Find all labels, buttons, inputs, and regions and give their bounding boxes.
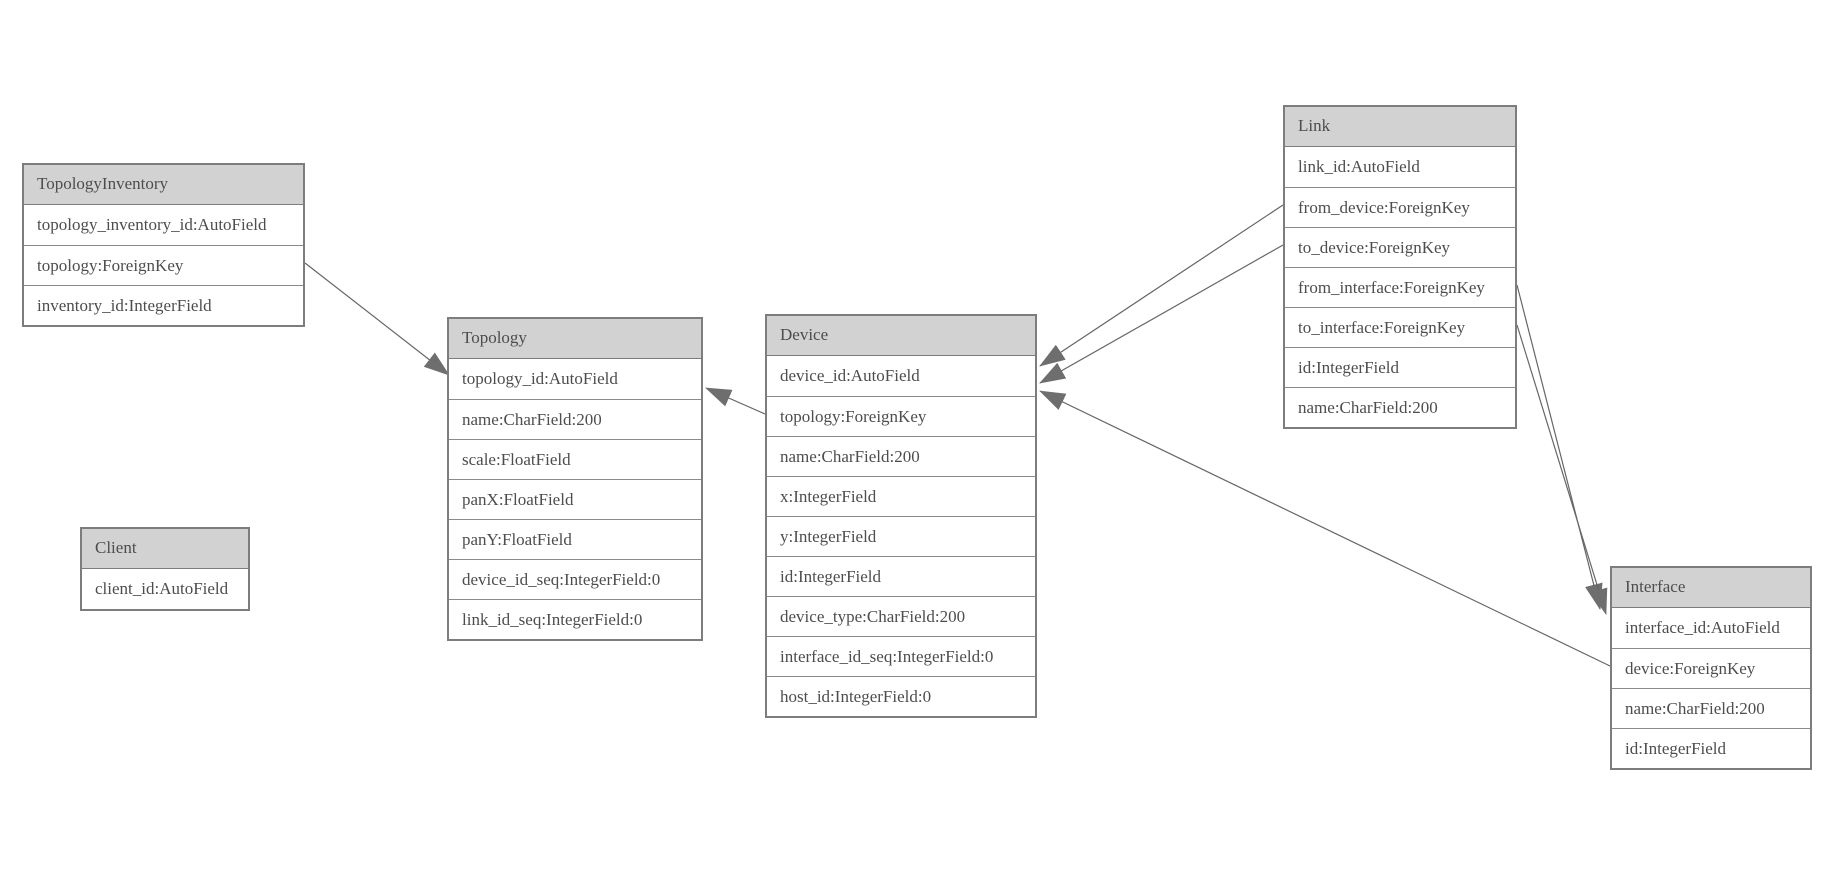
field-row: host_id:IntegerField:0	[767, 676, 1035, 716]
entity-table-title: Link	[1285, 107, 1515, 147]
field-row: device:ForeignKey	[1612, 648, 1810, 688]
entity-table-title: Interface	[1612, 568, 1810, 608]
field-row: device_id:AutoField	[767, 356, 1035, 396]
field-row: topology:ForeignKey	[24, 245, 303, 285]
edge-link-fromdevice-to-device	[1039, 204, 1284, 367]
field-row: from_device:ForeignKey	[1285, 187, 1515, 227]
field-row: name:CharField:200	[767, 436, 1035, 476]
field-row: name:CharField:200	[449, 399, 701, 439]
field-row: x:IntegerField	[767, 476, 1035, 516]
field-row: link_id_seq:IntegerField:0	[449, 599, 701, 639]
entity-table-rows: client_id:AutoField	[82, 569, 248, 609]
field-row: from_interface:ForeignKey	[1285, 267, 1515, 307]
entity-table-title: Device	[767, 316, 1035, 356]
field-row: name:CharField:200	[1285, 387, 1515, 427]
entity-table-title: TopologyInventory	[24, 165, 303, 205]
field-row: to_device:ForeignKey	[1285, 227, 1515, 267]
edge-link-todevice-to-device	[1039, 244, 1284, 384]
field-row: link_id:AutoField	[1285, 147, 1515, 187]
field-row: to_interface:ForeignKey	[1285, 307, 1515, 347]
field-row: inventory_id:IntegerField	[24, 285, 303, 325]
entity-table-topology-inventory: TopologyInventory topology_inventory_id:…	[22, 163, 305, 327]
field-row: topology:ForeignKey	[767, 396, 1035, 436]
field-row: device_type:CharField:200	[767, 596, 1035, 636]
field-row: panY:FloatField	[449, 519, 701, 559]
field-row: topology_id:AutoField	[449, 359, 701, 399]
entity-table-client: Client client_id:AutoField	[80, 527, 250, 611]
field-row: topology_inventory_id:AutoField	[24, 205, 303, 245]
field-row: scale:FloatField	[449, 439, 701, 479]
edge-interface-to-device	[1039, 390, 1611, 667]
field-row: id:IntegerField	[1285, 347, 1515, 387]
edge-topologyinventory-to-topology	[304, 262, 450, 376]
entity-table-title: Client	[82, 529, 248, 569]
entity-table-title: Topology	[449, 319, 701, 359]
field-row: panX:FloatField	[449, 479, 701, 519]
field-row: id:IntegerField	[767, 556, 1035, 596]
field-row: name:CharField:200	[1612, 688, 1810, 728]
field-row: interface_id_seq:IntegerField:0	[767, 636, 1035, 676]
field-row: y:IntegerField	[767, 516, 1035, 556]
field-row: interface_id:AutoField	[1612, 608, 1810, 648]
field-row: device_id_seq:IntegerField:0	[449, 559, 701, 599]
edge-device-to-topology	[705, 387, 766, 415]
edge-link-frominterface-to-interface	[1516, 284, 1603, 610]
field-row: client_id:AutoField	[82, 569, 248, 609]
edge-link-tointerface-to-interface	[1516, 324, 1608, 615]
field-row: id:IntegerField	[1612, 728, 1810, 768]
